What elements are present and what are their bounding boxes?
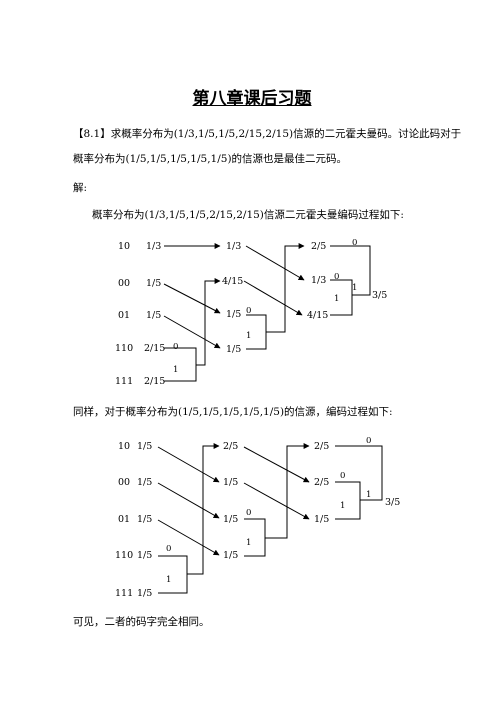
d2-merge-bracket <box>335 481 361 520</box>
d1-s2-prob: 1/5 <box>226 344 241 355</box>
d2-s3-prob: 2/5 <box>314 441 329 452</box>
d1-arrow <box>245 245 305 281</box>
d2-s2-prob: 1/5 <box>223 477 238 488</box>
d1-s1-prob: 2/15 <box>144 376 165 387</box>
d2-s3-prob: 1/5 <box>314 514 329 525</box>
d1-merge-bracket <box>330 279 353 316</box>
d2-bit: 0 <box>366 436 371 446</box>
solution-label: 解: <box>73 182 88 194</box>
d2-code: 111 <box>115 588 133 599</box>
d1-bit: 1 <box>334 294 339 304</box>
d2-bit: 1 <box>166 575 171 585</box>
d1-s2-prob: 1/5 <box>226 309 241 320</box>
d1-bit: 1 <box>173 365 178 375</box>
d2-s1-prob: 1/5 <box>137 441 152 452</box>
d2-code: 10 <box>118 441 130 452</box>
d2-arrow <box>243 482 310 520</box>
d2-merge-line <box>265 443 310 539</box>
d1-merge-line <box>266 243 305 333</box>
d2-merge-line <box>187 443 220 575</box>
d1-s1-prob: 1/5 <box>146 310 161 321</box>
d1-code: 10 <box>118 241 130 252</box>
d2-arrow <box>157 519 220 556</box>
d2-s1-prob: 1/5 <box>137 550 152 561</box>
d1-bit: 0 <box>246 306 251 316</box>
d2-code: 01 <box>118 514 130 525</box>
d1-code: 01 <box>118 310 130 321</box>
d2-s1-prob: 1/5 <box>137 477 152 488</box>
d2-code: 00 <box>118 477 130 488</box>
d2-bit: 1 <box>340 501 345 511</box>
d2-s1-prob: 1/5 <box>137 514 152 525</box>
d1-bit: 0 <box>334 272 339 282</box>
d2-merge-bracket <box>158 555 188 594</box>
d2-bit: 1 <box>246 538 251 548</box>
d1-merge-bracket <box>330 245 371 296</box>
diagram2-intro: 同样，对于概率分布为(1/5,1/5,1/5,1/5,1/5)的信源，编码过程如… <box>73 406 393 418</box>
d2-bit: 1 <box>366 490 371 500</box>
d1-bit: 1 <box>352 283 357 293</box>
d1-s1-prob: 1/3 <box>146 241 161 252</box>
d2-arrow <box>157 446 220 483</box>
d2-arrow <box>243 446 310 483</box>
d1-s3-prob: 4/15 <box>307 310 328 321</box>
d1-result: 3/5 <box>372 290 387 301</box>
d1-arrow <box>243 280 303 316</box>
conclusion: 可见，二者的码字完全相同。 <box>73 616 210 628</box>
d2-bit: 0 <box>166 544 171 554</box>
d1-bit: 0 <box>352 238 357 248</box>
d1-code: 111 <box>115 376 133 387</box>
d1-merge-line <box>196 278 221 366</box>
d1-bit: 1 <box>246 331 251 341</box>
d2-s2-prob: 1/5 <box>223 550 238 561</box>
d2-s2-prob: 1/5 <box>223 514 238 525</box>
d2-s2-prob: 2/5 <box>223 441 238 452</box>
d2-bit: 0 <box>340 471 345 481</box>
d1-s1-prob: 1/5 <box>146 278 161 289</box>
d2-bit: 0 <box>246 508 251 518</box>
diagram1-intro: 概率分布为(1/3,1/5,1/5,2/15,2/15)信源二元霍夫曼编码过程如… <box>92 209 404 221</box>
d2-arrow <box>157 482 220 519</box>
problem-statement-line-2: 概率分布为(1/5,1/5,1/5,1/5,1/5)的信源也是最佳二元码。 <box>73 153 348 165</box>
d1-code: 00 <box>118 278 130 289</box>
d1-s1-prob: 2/15 <box>144 343 165 354</box>
d2-s3-prob: 2/5 <box>314 477 329 488</box>
d2-code: 110 <box>115 550 133 561</box>
d2-merge-bracket <box>335 445 383 501</box>
d1-s2-prob: 1/3 <box>226 241 241 252</box>
d1-code: 110 <box>115 343 133 354</box>
d1-s3-prob: 1/3 <box>311 275 326 286</box>
d1-s2-prob: 4/15 <box>222 276 243 287</box>
d1-arrow <box>163 315 221 349</box>
d1-s3-prob: 2/5 <box>311 241 326 252</box>
page-title: 第八章课后习题 <box>192 89 312 109</box>
d1-bit: 0 <box>173 342 178 352</box>
d2-result: 3/5 <box>385 497 400 508</box>
problem-statement-line-1: 【8.1】求概率分布为(1/3,1/5,1/5,2/15,2/15)信源的二元霍… <box>73 128 462 140</box>
d1-arrow <box>163 283 221 314</box>
d2-s1-prob: 1/5 <box>137 588 152 599</box>
